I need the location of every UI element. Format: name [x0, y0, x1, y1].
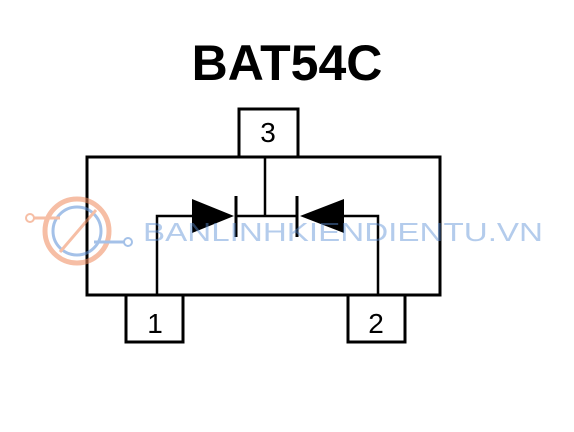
pin-3-label: 3	[260, 117, 276, 148]
pin-2-tab	[346, 293, 407, 344]
watermark-text: BANLINHKIENDIENTU.VN	[143, 217, 543, 247]
part-number-title: BAT54C	[191, 35, 383, 91]
pin-1-label: 1	[147, 308, 163, 339]
internal-wiring	[155, 157, 380, 295]
pin-3-tab	[237, 107, 300, 159]
pin-2-label: 2	[368, 308, 384, 339]
watermark-logo	[25, 196, 133, 266]
diode-left-symbol	[192, 196, 238, 237]
pin-1-tab	[124, 293, 185, 344]
diode-right-symbol	[295, 196, 344, 237]
